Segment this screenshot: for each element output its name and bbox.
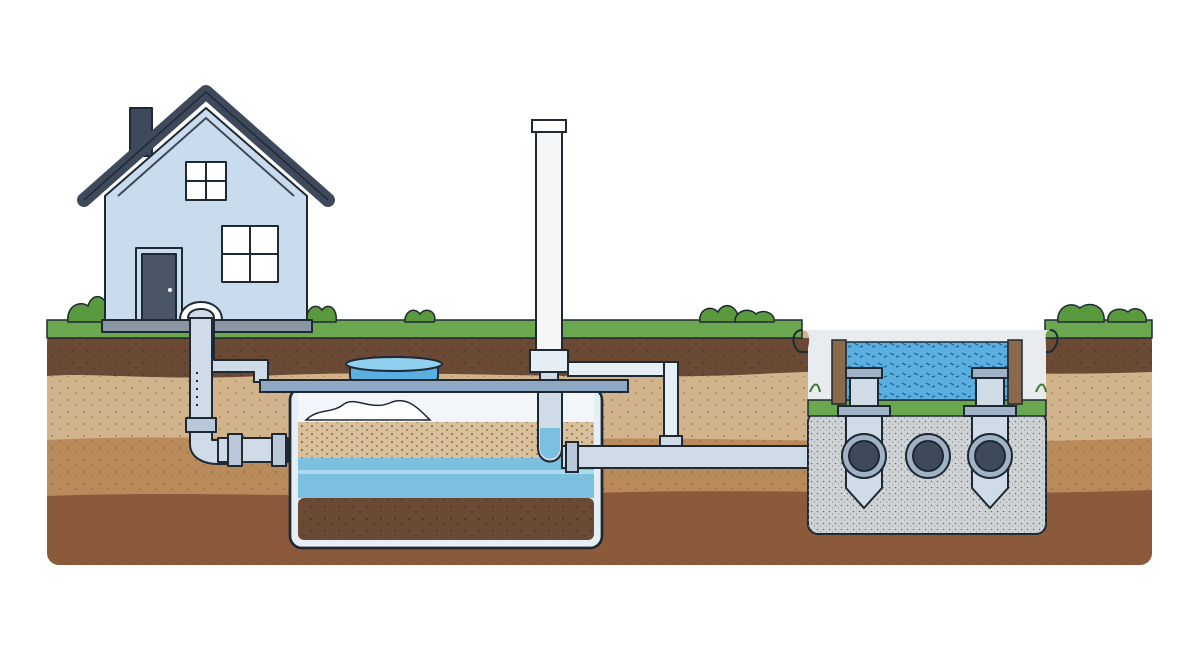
vent-cap	[531, 119, 567, 133]
scum-foam	[304, 399, 432, 421]
vent-collar	[529, 349, 569, 373]
septic-tank-icon	[259, 356, 629, 550]
distribution-pipe-icon	[837, 367, 1017, 510]
trench-post-right	[1007, 339, 1023, 405]
house-icon	[77, 85, 335, 333]
distribution-riser-right	[963, 367, 1017, 510]
tank-lid	[259, 379, 629, 393]
bush-icon	[67, 296, 1147, 323]
door-knob	[168, 288, 172, 292]
leach-field-icon	[792, 329, 1059, 535]
distribution-pipe-center	[905, 433, 951, 479]
house-door	[141, 253, 177, 323]
inlet-pipe	[185, 308, 289, 467]
vent-pipe-icon	[529, 119, 569, 463]
distribution-riser-left	[837, 367, 891, 510]
vent-pipe	[535, 127, 563, 359]
access-cover	[345, 356, 443, 372]
vent-branch-pipe	[567, 361, 683, 449]
outlet-pipe	[561, 441, 841, 473]
trench-post-left	[831, 339, 847, 405]
liquid-layer	[298, 458, 594, 498]
